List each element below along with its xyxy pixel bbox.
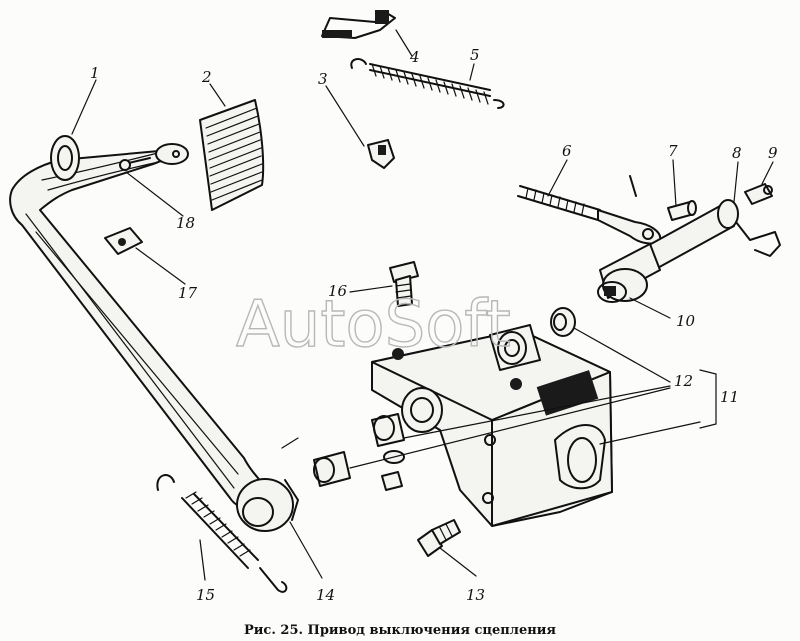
callout-2: 2 <box>201 68 212 86</box>
grease-fitting <box>744 183 773 205</box>
callout-5: 5 <box>470 46 480 64</box>
clevis-pin <box>629 175 697 221</box>
pin-part <box>367 139 395 169</box>
callout-11: 11 <box>720 388 739 406</box>
callout-7: 7 <box>668 142 678 160</box>
callout-labels: 1 2 3 4 5 6 7 8 9 10 11 12 13 14 15 16 1… <box>90 46 778 604</box>
washer-nut <box>381 450 405 491</box>
return-spring-lower <box>156 474 288 593</box>
callout-15: 15 <box>196 586 215 604</box>
pedal-lever <box>9 135 269 509</box>
callout-4: 4 <box>409 48 420 66</box>
callout-3: 3 <box>318 70 328 88</box>
callout-16: 16 <box>328 282 348 300</box>
release-shaft-bushing <box>597 243 661 303</box>
pedal-pad <box>199 99 265 211</box>
leader-lines <box>71 29 774 581</box>
release-shaft <box>639 199 781 271</box>
callout-17: 17 <box>178 284 198 302</box>
figure-caption: Рис. 25. Привод выключения сцепления <box>244 623 556 638</box>
callout-14: 14 <box>316 586 335 604</box>
return-spring-upper <box>350 58 505 109</box>
callout-8: 8 <box>732 144 742 162</box>
callout-9: 9 <box>768 144 778 162</box>
bolt-lower <box>417 519 461 557</box>
callout-12: 12 <box>674 372 693 390</box>
bolt-upper <box>389 261 419 307</box>
bushings <box>313 307 576 487</box>
lever-hub <box>236 437 299 532</box>
callout-1: 1 <box>90 64 100 82</box>
spring-clip <box>321 10 396 39</box>
callout-13: 13 <box>466 586 485 604</box>
watermark-text: AutoSoft <box>236 288 511 362</box>
adjuster-rod <box>517 185 662 245</box>
lever-link <box>119 157 151 171</box>
callout-10: 10 <box>676 312 696 330</box>
spacer-block <box>104 227 143 255</box>
callout-6: 6 <box>562 142 572 160</box>
callout-18: 18 <box>176 214 195 232</box>
